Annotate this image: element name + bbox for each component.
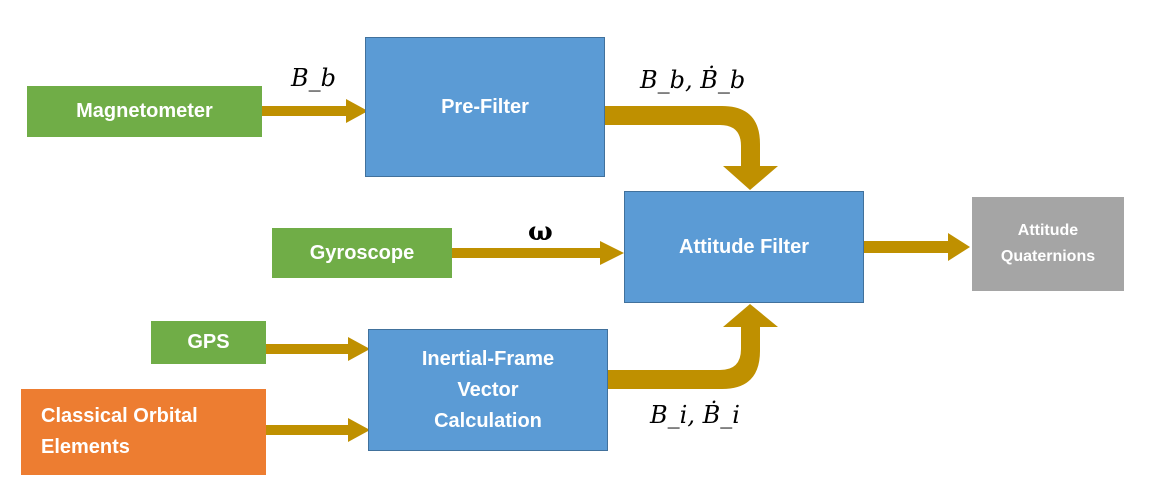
gyroscope-node: Gyroscope — [272, 228, 452, 278]
attitude-quaternions-node: Attitude Quaternions — [972, 197, 1124, 291]
gyroscope-label: Gyroscope — [309, 241, 415, 264]
gps-label: GPS — [187, 331, 230, 353]
inertial-vector-label: Inertial-Frame Vector Calculation — [421, 347, 555, 432]
arrow-magnetometer-to-prefilter — [262, 99, 368, 123]
attitude-filter-label: Attitude Filter — [679, 235, 809, 258]
edge-label-prefilter-text: B_b, Ḃ_b — [640, 66, 746, 94]
arrow-prefilter-to-attitude-filter — [604, 106, 778, 190]
orbital-elements-node: Classical Orbital Elements — [21, 389, 266, 475]
edge-label-gyroscope: ω — [528, 217, 553, 247]
magnetometer-label: Magnetometer — [76, 100, 213, 122]
magnetometer-node: Magnetometer — [27, 86, 262, 137]
arrow-inertial-to-attitude-filter — [607, 304, 778, 389]
arrow-attitude-filter-to-output — [864, 233, 970, 261]
edge-label-prefilter: B_b, Ḃ_b — [640, 66, 745, 94]
edge-label-inertial: B_i, Ḃ_i — [650, 401, 740, 429]
arrow-gyroscope-to-attitude-filter — [452, 241, 624, 265]
arrow-gps-to-inertial — [266, 337, 370, 361]
arrow-orbital-to-inertial — [266, 418, 370, 442]
edge-label-magnetometer-text: B_b — [291, 64, 336, 92]
gps-node: GPS — [151, 321, 266, 364]
edge-label-magnetometer: B_b — [291, 64, 336, 92]
attitude-quaternions-label: Attitude Quaternions — [1000, 222, 1096, 265]
edge-label-inertial-text: B_i, Ḃ_i — [650, 401, 740, 429]
inertial-vector-node: Inertial-Frame Vector Calculation — [368, 329, 608, 451]
prefilter-node: Pre-Filter — [365, 37, 605, 177]
attitude-filter-node: Attitude Filter — [624, 191, 864, 303]
orbital-elements-label: Classical Orbital Elements — [41, 405, 198, 458]
edge-label-gyroscope-text: ω — [528, 217, 553, 247]
prefilter-label: Pre-Filter — [441, 95, 529, 118]
